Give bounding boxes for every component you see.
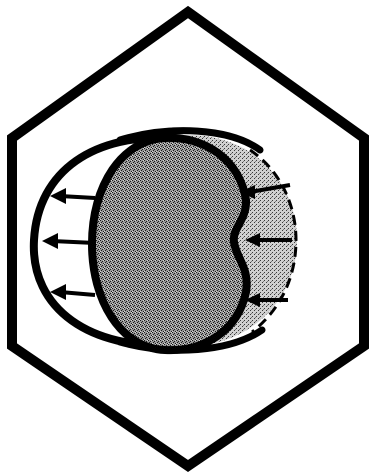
- left-arrow-head: [42, 233, 58, 249]
- left-arrow-group: [42, 188, 95, 300]
- left-arrow-shaft: [52, 241, 95, 243]
- central-body: [92, 138, 247, 350]
